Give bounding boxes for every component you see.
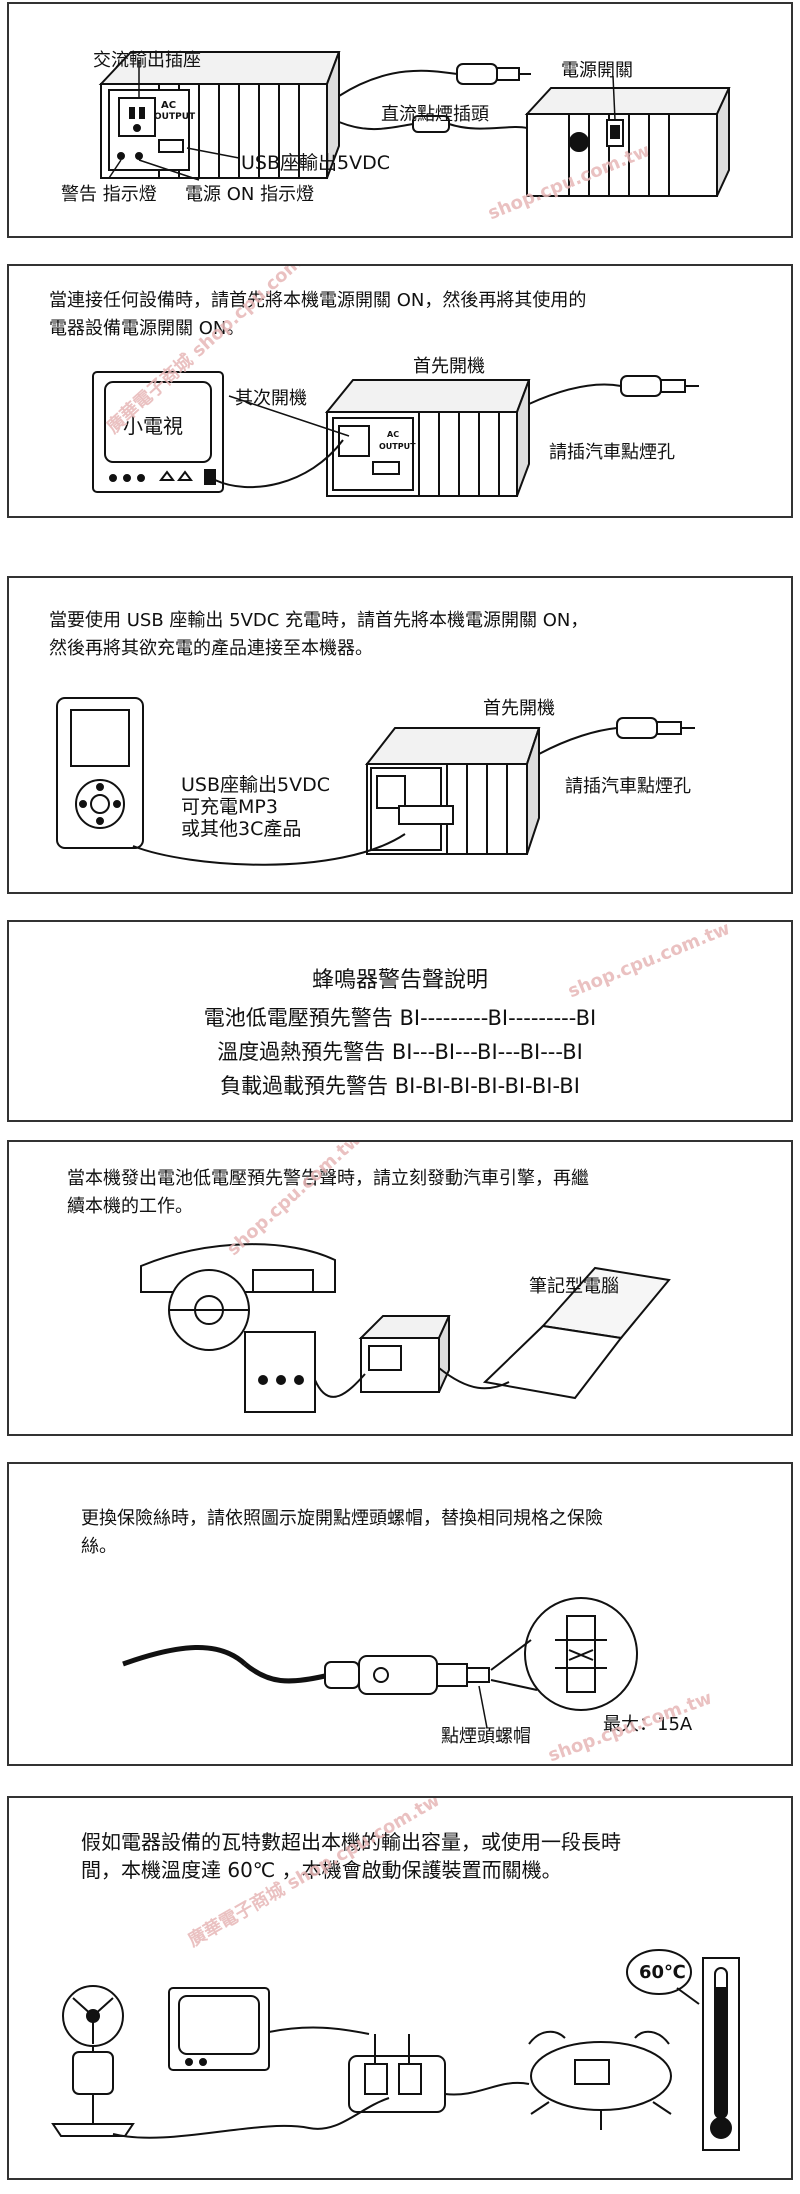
label-laptop: 筆記型電腦	[529, 1276, 619, 1297]
panel-fuse-replacement: 更換保險絲時，請依照圖示旋開點煙頭螺帽，替換相同規格之保險 絲。 點煙頭螺帽 最…	[7, 1462, 793, 1766]
label-usb-line-1: USB座輸出5VDC	[181, 774, 330, 796]
instruction-line-2: 然後再將其欲充電的產品連接至本機器。	[49, 638, 373, 659]
label-plug-in: 請插汽車點煙孔	[565, 776, 691, 797]
buzzer-row-overheat: 溫度過熱預先警告 BI---BI---BI---BI---BI	[217, 1040, 583, 1064]
tv-connection-illustration	[92, 371, 699, 497]
label-temperature: 60℃	[639, 1962, 686, 1983]
usb-connection-illustration	[56, 697, 695, 866]
instruction-line-1: 當連接任何設備時，請首先將本機電源開關 ON，然後再將其使用的	[49, 290, 587, 311]
instruction-line-1: 當要使用 USB 座輸出 5VDC 充電時，請首先將本機電源開關 ON，	[49, 610, 589, 631]
instruction-line-2: 電器設備電源開關 ON。	[49, 318, 245, 339]
label-plug-in: 請插汽車點煙孔	[549, 442, 675, 463]
overheat-illustration	[51, 1949, 740, 2151]
label-usb-line-2: 可充電MP3	[181, 796, 278, 818]
instruction-line-2: 續本機的工作。	[67, 1196, 193, 1217]
label-output: OUTPUT	[154, 112, 196, 122]
label-then-on: 其次開機	[235, 388, 307, 409]
car-laptop-illustration	[140, 1243, 671, 1413]
instruction-line-2: 絲。	[81, 1536, 117, 1557]
buzzer-row-low-voltage: 電池低電壓預先警告 BI---------BI---------BI	[203, 1006, 597, 1030]
label-usb-line-3: 或其他3C產品	[181, 818, 302, 840]
label-output: OUTPUT	[379, 442, 416, 451]
inverter-overview-illustration	[98, 51, 731, 197]
label-ac: AC	[161, 100, 177, 111]
label-small-tv: 小電視	[123, 414, 183, 438]
label-power-on-light: 電源 ON 指示燈	[185, 184, 315, 205]
panel-connect-device: 當連接任何設備時，請首先將本機電源開關 ON，然後再將其使用的 電器設備電源開關…	[7, 264, 793, 518]
label-first-on: 首先開機	[413, 356, 485, 377]
panel-product-overview: 交流輸出插座 AC OUTPUT 直流點煙插頭 電源開關 USB座輸出5VDC …	[7, 2, 793, 238]
instruction-line-1: 當本機發出電池低電壓預先警告聲時，請立刻發動汽車引擎，再繼	[67, 1168, 589, 1189]
panel-low-battery: 當本機發出電池低電壓預先警告聲時，請立刻發動汽車引擎，再繼 續本機的工作。	[7, 1140, 793, 1436]
label-ac: AC	[387, 430, 400, 439]
instruction-line-2: 間，本機溫度達 60℃ ，本機會啟動保護裝置而關機。	[81, 1858, 562, 1882]
label-first-on: 首先開機	[483, 698, 555, 719]
label-warning-light: 警告 指示燈	[61, 184, 157, 205]
instruction-line-1: 假如電器設備的瓦特數超出本機的輸出容量，或使用一段長時	[81, 1830, 621, 1854]
instruction-line-1: 更換保險絲時，請依照圖示旋開點煙頭螺帽，替換相同規格之保險	[81, 1508, 603, 1529]
panel-overheat-protection: 假如電器設備的瓦特數超出本機的輸出容量，或使用一段長時 間，本機溫度達 60℃ …	[7, 1796, 793, 2180]
label-usb-output: USB座輸出5VDC	[241, 152, 390, 174]
buzzer-title: 蜂鳴器警告聲說明	[311, 968, 488, 993]
label-ac-outlet: 交流輸出插座	[93, 50, 201, 71]
label-max-current: 最大：15A	[603, 1714, 693, 1735]
label-lighter-nut: 點煙頭螺帽	[441, 1726, 531, 1747]
label-power-switch: 電源開關	[561, 60, 633, 81]
fuse-plug-illustration	[122, 1597, 638, 1729]
label-dc-plug: 直流點煙插頭	[381, 104, 489, 125]
buzzer-row-overload: 負載過載預先警告 BI-BI-BI-BI-BI-BI-BI	[220, 1074, 580, 1098]
panel-usb-charging: 當要使用 USB 座輸出 5VDC 充電時，請首先將本機電源開關 ON， 然後再…	[7, 576, 793, 894]
panel-buzzer-warnings: 蜂鳴器警告聲說明 電池低電壓預先警告 BI---------BI--------…	[7, 920, 793, 1122]
